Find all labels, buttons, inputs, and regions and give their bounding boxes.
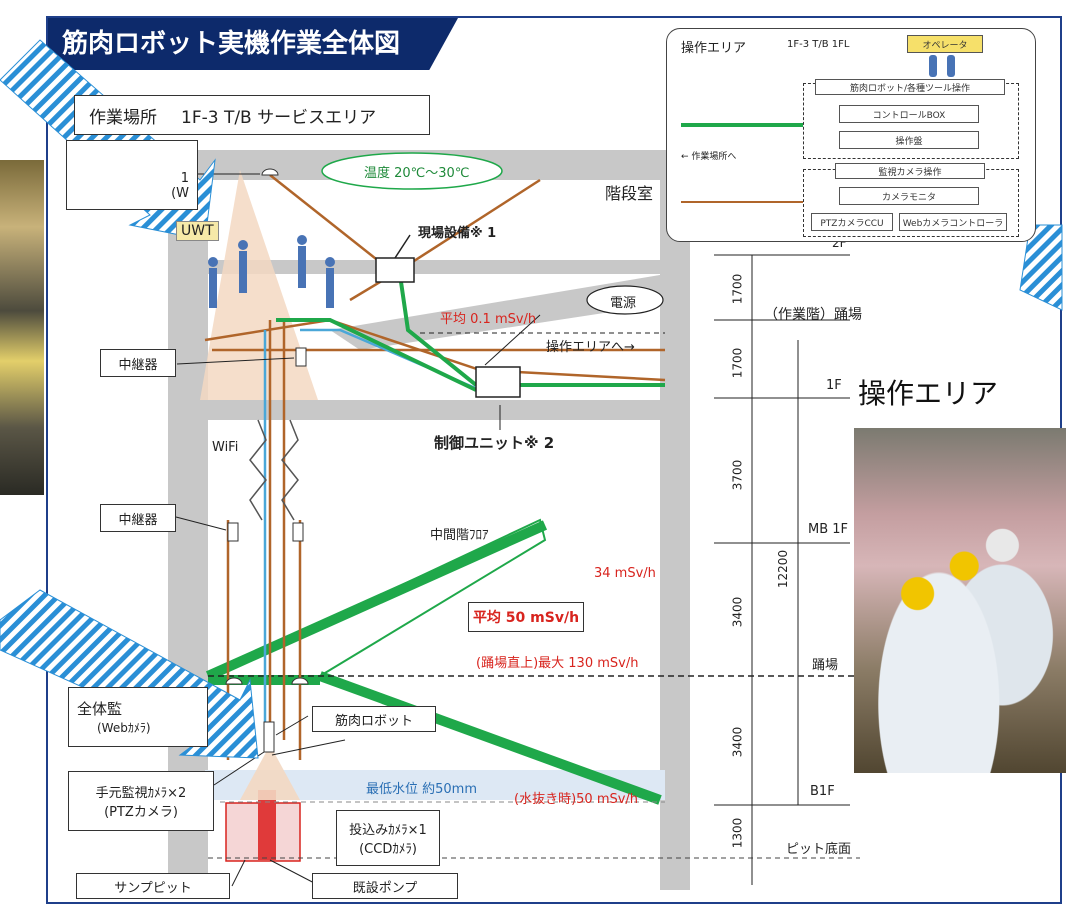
ccd-camera-label: (CCDｶﾒﾗ) [359,842,417,857]
inset-green-line [681,123,803,127]
floor-work [205,260,665,274]
operation-area-inset: 操作エリア 1F-3 T/B 1FL オペレータ 筋肉ロボット/各種ツール操作 … [666,28,1036,242]
inset-operator-figures [925,55,965,77]
camera-top-label-2: (W [171,186,189,201]
drop-camera-label: 投込みｶﾒﾗ×1 [349,823,427,838]
dimension-lines [714,254,850,885]
uwt-label: UWT [176,221,219,241]
equipment-label: 現場設備※ 1 [418,226,497,241]
level-landing: 踊場 [812,658,839,673]
mid-floor-label: 中間階ﾌﾛｱ [430,528,489,543]
operation-area-caption: 操作エリア [858,377,999,410]
worker-figures [208,235,335,308]
inset-location: 1F-3 T/B 1FL [787,39,850,50]
camera-top-label-1: 1 [180,171,189,186]
level-work-floor: （作業階）踊場 [764,307,862,323]
camera-top-label-box: 1 (W [66,140,198,210]
left-photo-partial [0,160,44,495]
dim-1300: 1300 [730,817,745,849]
inset-brown-line [681,201,803,203]
dose-avg50-box: 平均 50 mSv/h [468,602,584,632]
camera-right-icon [291,677,309,685]
workplace-box: 作業場所 1F-3 T/B サービスエリア [74,95,430,135]
inset-operator: オペレータ [907,35,983,53]
inset-web-controller: Webカメラコントローラ [899,213,1007,231]
relay-device-right [292,522,304,542]
temperature-label: 温度 20℃～30℃ [364,166,470,181]
green-zone-stair2 [318,671,662,805]
camera-top-icon [261,168,279,176]
wifi-zigzag-1 [249,419,267,521]
robot-body [263,721,275,753]
level-pit-bottom: ピット底面 [786,842,852,857]
whole-camera-web: (Webｶﾒﾗ) [97,721,151,735]
relay-device-left [227,522,239,542]
inset-to-workplace: ← 作業場所へ [681,152,737,162]
work-cone [200,170,318,400]
relay-mid-label: 中継器 [100,504,176,532]
striped-arrow-right [1019,224,1063,311]
inset-control-box: コントロールBOX [839,105,979,123]
relay-top-label: 中継器 [100,349,176,377]
inset-title: 操作エリア [681,41,747,56]
level-1f: 1F [826,378,842,393]
pump-column [258,790,276,860]
dim-1700-a: 1700 [730,273,745,305]
hand-camera-label: 手元監視ｶﾒﾗ×2 [95,786,187,801]
dim-3400-b: 3400 [730,726,745,758]
inset-camera-monitor: カメラモニタ [839,187,979,205]
dose-34-label: 34 mSv/h [594,566,656,581]
wifi-zigzag-2 [281,419,299,521]
inset-camera-ops: 監視カメラ操作 [835,163,985,179]
page-title: 筋肉ロボット実機作業全体図 [48,18,458,70]
robot-cone [240,745,300,800]
control-unit-box [475,366,521,398]
level-mb1f: MB 1F [808,522,849,537]
dim-3400-a: 3400 [730,596,745,628]
inset-console: 操作盤 [839,131,979,149]
water-level-label: 最低水位 約50mm [366,782,478,797]
drop-camera-box: 投込みｶﾒﾗ×1 (CCDｶﾒﾗ) [336,810,440,866]
wifi-label: WiFi [212,440,239,455]
workplace-value: 1F-3 T/B サービスエリア [181,107,377,128]
workplace-label: 作業場所 [89,107,157,128]
temperature-ellipse [321,152,503,190]
inset-robot-ops: 筋肉ロボット/各種ツール操作 [815,79,1005,95]
to-operation-label: 操作エリアへ→ [546,340,635,355]
sump-pit-label: サンプピット [76,873,230,899]
equipment-box [375,257,415,283]
camera-left-icon [225,677,243,685]
drain-dose-label: (水抜き時)50 mSv/h [514,792,639,807]
inset-ptz-ccu: PTZカメラCCU [811,213,893,231]
operation-area-photo [854,428,1066,773]
average-top-label: 平均 0.1 mSv/h [440,312,537,327]
equipment-arrow [394,234,411,259]
floor-1f [205,400,665,420]
relay-device-top [295,347,307,367]
dim-1700-b: 1700 [730,347,745,379]
dim-3700: 3700 [730,459,745,491]
level-b1f: B1F [810,784,835,799]
whole-camera-label: 全体監 [77,700,123,718]
power-label: 電源 [610,296,637,311]
stair-room-label: 階段室 [605,184,654,203]
muscle-robot-label: 筋肉ロボット [312,706,436,732]
dose-max130-label: (踊場直上)最大 130 mSv/h [476,656,639,671]
existing-pump-label: 既設ポンプ [312,873,458,899]
control-unit-label: 制御ユニット※ 2 [434,434,555,452]
ptz-camera-label: (PTZカメラ) [104,805,178,820]
whole-camera-box: 全体監 (Webｶﾒﾗ) [68,687,208,747]
power-ellipse [586,285,664,315]
hand-camera-box: 手元監視ｶﾒﾗ×2 (PTZカメラ) [68,771,214,831]
dim-12200: 12200 [776,549,791,589]
